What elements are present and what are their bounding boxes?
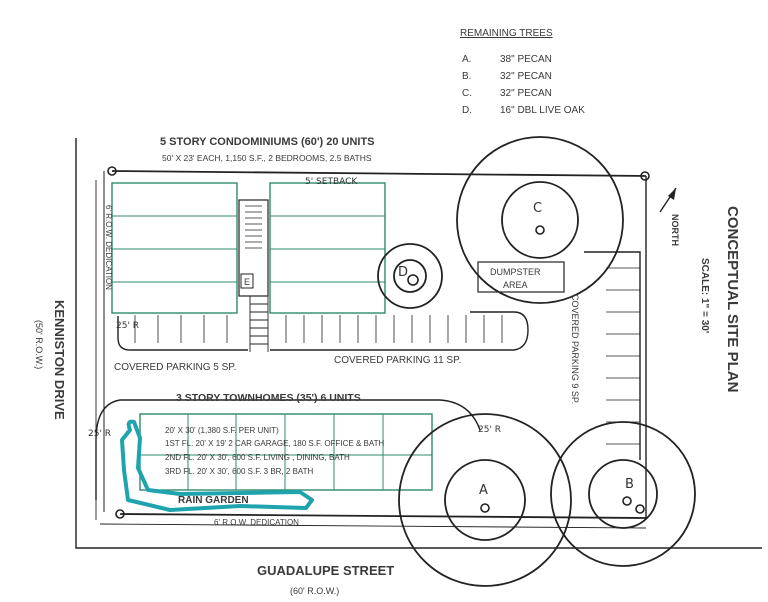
tree-b-trunk-ring (588, 459, 658, 529)
legend-desc-a: 38" PECAN (500, 54, 552, 65)
condominium-building: E (111, 182, 386, 352)
dumpster-label: DUMPSTER (490, 267, 541, 277)
row-dedication-south-label: 6' R.O.W. DEDICATION (214, 518, 299, 527)
street-curb-line (75, 138, 762, 549)
townhome-building (95, 399, 481, 500)
legend-letter-a: A. (462, 54, 471, 65)
row-dedication-line-south (99, 523, 647, 529)
boundary-south (119, 513, 647, 519)
legend-desc-d: 16" DBL LIVE OAK (500, 105, 585, 116)
east-parking-column (584, 251, 641, 460)
covered-parking-row (117, 311, 529, 351)
legend-desc-c: 32" PECAN (500, 88, 552, 99)
radius-label-parking: 25' R (116, 321, 139, 331)
tree-a-label: A (479, 483, 488, 498)
legend-letter-b: B. (462, 71, 471, 82)
east-parking-stalls (606, 267, 640, 445)
corner-marker-se (635, 504, 645, 514)
kenniston-drive-label: KENNISTON DRIVE (52, 300, 67, 420)
remaining-trees-legend: REMAINING TREES A. 38" PECAN B. 32" PECA… (460, 28, 585, 116)
townhome-line-4: 3RD FL. 20' X 30', 600 S.F. 3 BR, 2 BATH (165, 467, 314, 476)
radius-label-townhome: 25' R (88, 429, 111, 439)
guadalupe-row-label: (60' R.O.W.) (290, 586, 339, 596)
parking-curb-east (270, 311, 529, 351)
legend-title: REMAINING TREES (460, 28, 553, 39)
townhome-line-2: 1ST FL. 20' X 19' 2 CAR GARAGE, 180 S.F.… (165, 439, 385, 448)
townhome-line-3: 2ND FL. 20' X 30', 600 S.F. LIVING , DIN… (165, 453, 350, 462)
tree-a-trunk-ring (444, 459, 526, 541)
legend-letter-d: D. (462, 105, 472, 116)
tree-c-label: C (533, 201, 542, 216)
tree-d-trunk-ring (393, 259, 427, 293)
plan-scale: SCALE: 1" = 30' (699, 258, 710, 333)
kenniston-row-label: (50' R.O.W.) (34, 320, 44, 369)
tree-b-canopy (550, 421, 696, 567)
tree-c-trunk-ring (501, 181, 579, 259)
elevator-label: E (244, 277, 250, 287)
tree-trunks (407, 225, 632, 513)
corner-marker-ne (640, 171, 650, 181)
boundary-corner-markers (107, 166, 650, 519)
corner-marker-sw (115, 509, 125, 519)
street-edges (75, 138, 762, 549)
elevator-box (240, 273, 254, 289)
dumpster-enclosure (477, 261, 565, 293)
boundary-north (111, 170, 647, 177)
parking-stall-lines (134, 315, 503, 343)
rain-garden-outline (120, 419, 314, 512)
corner-marker-nw (107, 166, 117, 176)
north-arrow: NORTH (659, 187, 680, 246)
townhome-unit-walls (187, 414, 384, 490)
east-parking-curb (584, 251, 641, 460)
stair-core (238, 199, 269, 297)
parking-right-label: COVERED PARKING 9 SP. (570, 294, 580, 404)
townhome-drive-north (120, 399, 481, 431)
exterior-stair (249, 296, 269, 352)
condo-title: 5 STORY CONDOMINIUMS (60') 20 UNITS (160, 136, 375, 148)
condo-subtitle: 50' X 23' EACH, 1,150 S.F., 2 BEDROOMS, … (162, 153, 372, 163)
parking-left-label: COVERED PARKING 5 SP. (114, 362, 236, 373)
townhome-drive-curb (95, 399, 121, 500)
tree-b-label: B (625, 477, 634, 492)
radius-label-east: 25' R (478, 425, 501, 435)
tree-d-canopy (377, 243, 443, 309)
parking-middle-label: COVERED PARKING 11 SP. (334, 355, 461, 366)
tree-a-canopy (398, 413, 572, 587)
legend-desc-b: 32" PECAN (500, 71, 552, 82)
plan-title: CONCEPTUAL SITE PLAN (724, 206, 741, 392)
parking-curb-west (117, 316, 248, 351)
townhome-line-1: 20' X 30' (1,380 S.F. PER UNIT) (165, 426, 279, 435)
tree-d-label: D (398, 265, 408, 280)
legend-letter-c: C. (462, 88, 472, 99)
tree-c-canopy (456, 136, 624, 304)
setback-label: 5' SETBACK (305, 177, 358, 187)
dumpster-area-label: AREA (503, 280, 528, 290)
tree-canopies (377, 136, 696, 587)
stair-treads (245, 205, 262, 249)
north-label: NORTH (670, 214, 680, 246)
townhome-title: 3 STORY TOWNHOMES (35') 6 UNITS (176, 392, 361, 404)
condo-block-west (111, 182, 238, 314)
north-arrow-head (668, 188, 676, 200)
row-dedication-west-label: 6' R.O.W. DEDICATION (104, 205, 113, 290)
rain-garden-label: RAIN GARDEN (178, 495, 249, 506)
guadalupe-street-label: GUADALUPE STREET (257, 563, 394, 578)
condo-block-east (269, 182, 386, 314)
property-boundary (95, 170, 647, 529)
